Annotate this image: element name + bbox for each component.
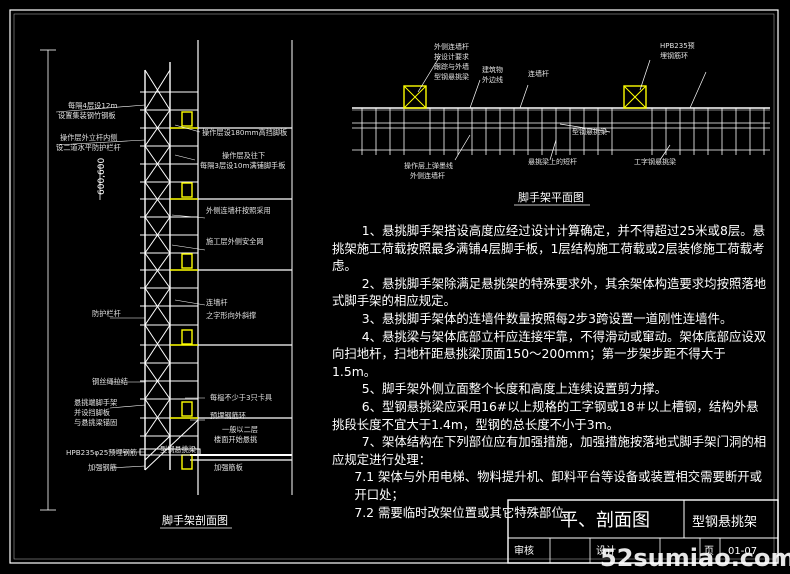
callout: 操作层外立杆内侧: [60, 133, 118, 142]
page-label: 页: [704, 545, 714, 557]
plan-view: 外侧连墙杆 按设计要求 跟踪与外墙 型钢悬挑梁 建筑物 外边线 连墙杆 HPB2…: [352, 41, 770, 206]
title-block: 平、剖面图 型钢悬挑架 审核 设计 页 01-07: [507, 499, 779, 564]
sheet-subtitle: 型钢悬挑架: [692, 515, 757, 530]
plan-column-hatch: [403, 85, 647, 109]
plan-ledgers: [352, 122, 770, 151]
callout: 每榀不少于3只卡具: [210, 393, 272, 402]
sheet-border: [9, 9, 779, 564]
callout: 加强钢筋: [88, 463, 117, 472]
callout: 防护栏杆: [92, 309, 121, 318]
callout: 建筑物: [482, 65, 503, 74]
design-notes: 1、悬挑脚手架搭设高度应经过设计计算确定，并不得超过25米或8层。悬挑架施工荷载…: [332, 222, 768, 521]
callout: 外边线: [482, 75, 503, 84]
note-item: 7.2 需要临时改架位置或其它特殊部位。: [354, 504, 577, 520]
callout: 外侧连墙杆: [434, 42, 469, 51]
callout: 悬挑端脚手架: [74, 398, 117, 407]
section-caption: 脚手架剖面图: [162, 513, 228, 527]
callout: 型钢悬挑梁: [434, 72, 469, 81]
review-label: 审核: [514, 544, 534, 557]
callout: 外侧连墙杆: [410, 171, 445, 180]
note-item: 3、悬挑脚手架体的连墙件数量按照每2步3跨设置一道刚性连墙件。: [361, 310, 733, 326]
callout: 型钢悬挑梁: [160, 445, 196, 454]
callout: 楼面开始悬挑: [214, 435, 257, 444]
callout: 连墙杆: [528, 69, 549, 78]
callout: 跟踪与外墙: [434, 62, 469, 71]
callout: 外侧连墙杆按照采用: [206, 206, 271, 215]
design-label: 设计: [596, 544, 616, 557]
plan-leaders: [417, 55, 707, 161]
callout: 操作层上弹墨线: [404, 161, 453, 170]
note-item: 7、架体结构在下列部位应有加强措施，加强措施按落地式脚手架门洞的相应规定进行处理…: [332, 434, 767, 467]
plan-columns: [403, 85, 647, 109]
callout: 操作层设180mm高挡脚板: [202, 128, 287, 137]
wall-ties: [170, 127, 198, 419]
note-item: 5、脚手架外侧立面整个长度和高度上连续设置剪力撑。: [361, 381, 668, 397]
callout: 并设挡脚板: [74, 408, 110, 417]
steel-cable: [144, 419, 199, 471]
callout: 设二道水平防护栏杆: [56, 143, 121, 152]
callout: 每隔3层设10m满铺脚手板: [200, 161, 285, 170]
callout: 一般以二层: [222, 425, 258, 434]
note-item: 4、悬挑梁与架体底部立杆应连接牢靠，不得滑动或窜动。架体底部应设双向扫地杆，扫地…: [332, 328, 767, 379]
section-callouts: 每隔4层设12m 设置集装钢竹钢板 操作层外立杆内侧 设二道水平防护栏杆 操作层…: [56, 101, 287, 472]
watermark: 52sumiao.com: [600, 544, 790, 572]
sheet-title: 平、剖面图: [560, 510, 650, 531]
callout: 连墙杆: [206, 298, 228, 307]
note-item: 2、悬挑脚手架除满足悬挑架的特殊要求外，其余架体构造要求均按照落地式脚手架的相应…: [332, 275, 767, 309]
dimension-text: 600,600: [97, 158, 107, 195]
section-view: 600,600 每隔4层设12m 设置集装钢竹钢板 操作层外立杆内侧 设二道水平…: [40, 40, 293, 529]
callout: 钢丝绳拉结: [92, 377, 128, 386]
plan-caption: 脚手架平面图: [518, 190, 584, 204]
scaffold-ledgers: [140, 91, 198, 437]
note-item: 6、型钢悬挑梁应采用16#以上规格的工字钢或18＃以上槽钢，结构外悬挑段长度不宜…: [332, 398, 759, 432]
callout: HPB235预: [660, 41, 695, 50]
callout: 型钢悬挑梁: [572, 127, 607, 136]
callout: 悬挑梁上的短杆: [528, 157, 577, 166]
note-item: 7.1 架体与外用电梯、物料提升机、卸料平台等设备或装置相交需要断开或开口处；: [354, 469, 763, 502]
callout: 按设计要求: [434, 52, 469, 61]
callout: 每隔4层设12m: [68, 101, 117, 110]
callout: 设置集装钢竹钢板: [58, 111, 116, 120]
callout: 工字钢悬挑梁: [634, 157, 676, 166]
floor-slabs: [190, 127, 292, 461]
note-item: 1、悬挑脚手架搭设高度应经过设计计算确定，并不得超过25米或8层。悬挑架施工荷载…: [332, 223, 766, 274]
board-blocks: [181, 111, 193, 470]
sheet-inner-border: [13, 13, 775, 560]
callout: 施工层外侧安全网: [206, 237, 264, 246]
leader-lines: [55, 104, 206, 469]
callout: HPB235φ25预埋钢筋: [66, 448, 137, 457]
drawing-number: 01-07: [728, 546, 757, 557]
callout: 加强筋板: [214, 463, 243, 472]
callout: 埋钢筋环: [660, 51, 688, 60]
plan-callouts: 外侧连墙杆 按设计要求 跟踪与外墙 型钢悬挑梁 建筑物 外边线 连墙杆 HPB2…: [404, 41, 695, 180]
scaffold-poles: [144, 62, 171, 470]
plan-beams: [361, 108, 765, 155]
callout: 之字形向外斜撑: [206, 311, 256, 320]
callout: 与悬挑梁锚固: [74, 418, 117, 427]
callout: 预埋钢筋环: [210, 411, 246, 420]
callout: 操作层及往下: [222, 151, 265, 160]
